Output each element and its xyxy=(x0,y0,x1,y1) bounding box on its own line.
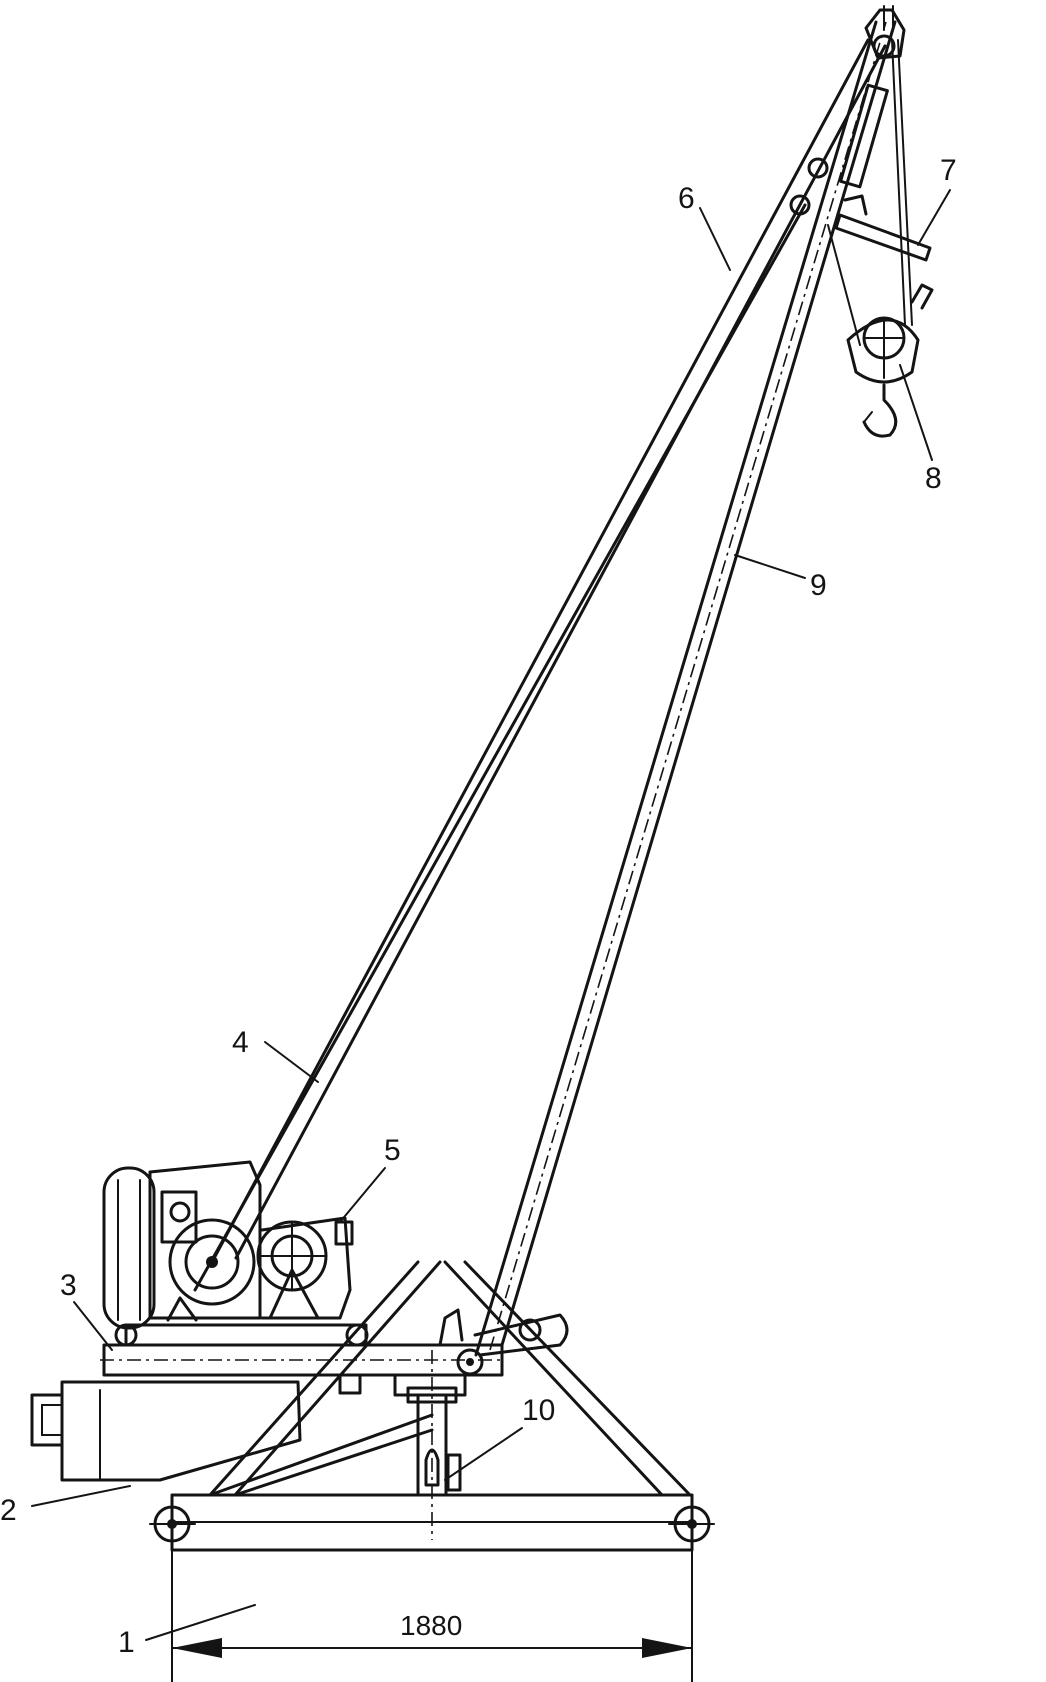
dimension-label: 1880 xyxy=(400,1610,462,1641)
callout-9: 9 xyxy=(810,569,827,602)
callout-8: 8 xyxy=(925,462,942,495)
dimension-line xyxy=(171,1549,693,1682)
platform xyxy=(100,1323,505,1397)
counterweight xyxy=(30,1380,302,1482)
boom xyxy=(474,20,897,1357)
callout-6: 6 xyxy=(678,182,695,215)
slewing-post xyxy=(406,1350,462,1540)
stay-ropes xyxy=(193,38,887,1292)
callout-7: 7 xyxy=(940,154,957,187)
callout-4: 4 xyxy=(232,1026,249,1059)
support-legs xyxy=(208,1260,692,1497)
winch-unit xyxy=(102,1160,354,1330)
callout-2: 2 xyxy=(0,1494,17,1527)
jib-arm xyxy=(834,194,932,262)
callout-3: 3 xyxy=(60,1269,77,1302)
boom-foot xyxy=(438,1308,569,1376)
leader-lines xyxy=(31,189,951,1641)
callout-1: 1 xyxy=(118,1626,135,1659)
callout-5: 5 xyxy=(384,1134,401,1167)
callout-10: 10 xyxy=(522,1394,555,1427)
hook-block xyxy=(827,39,934,438)
